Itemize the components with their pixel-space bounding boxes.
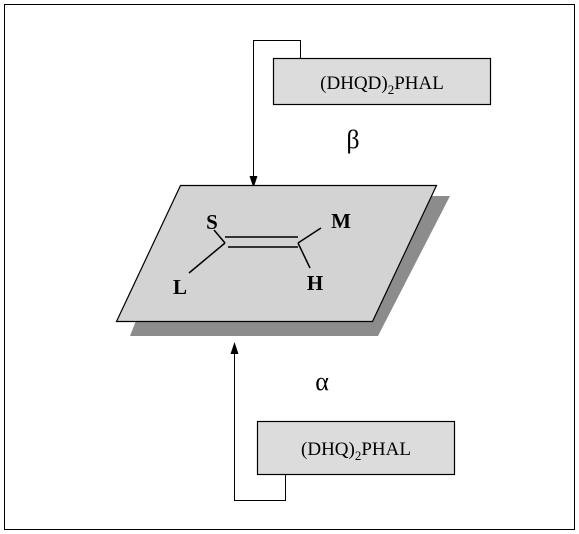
- bottom-reagent: (DHQ)2PHAL: [256, 420, 456, 476]
- substituent-hydrogen: H: [307, 271, 323, 295]
- bottom-reagent-label-tail: PHAL: [361, 439, 411, 460]
- bond-to-medium: [297, 227, 322, 244]
- bottom-reagent-box: [256, 420, 456, 476]
- substituent-medium: M: [331, 209, 351, 233]
- bottom-reagent-label-sub: 2: [355, 448, 362, 463]
- bond-to-large: [188, 242, 226, 274]
- top-reagent-label-tail: PHAL: [394, 73, 444, 94]
- top-connector-line: [253, 40, 301, 186]
- alkene-structure: S M L H: [173, 209, 351, 299]
- top-reagent-label-main: (DHQD): [320, 73, 388, 94]
- substituent-small: S: [206, 210, 218, 234]
- bottom-arrowhead: [230, 342, 239, 354]
- bond-to-small: [213, 229, 226, 244]
- alkene-plane: [115, 184, 438, 323]
- substituent-large: L: [173, 275, 187, 299]
- bond-to-hydrogen: [297, 242, 311, 269]
- top-reagent: (DHQD)2PHAL: [272, 57, 492, 106]
- top-arrowhead: [249, 176, 258, 188]
- top-reagent-box: [272, 57, 492, 106]
- bottom-reagent-label-main: (DHQ): [301, 439, 355, 460]
- alpha-face-label: α: [315, 367, 329, 396]
- bottom-reagent-label: (DHQ)2PHAL: [301, 439, 411, 463]
- bottom-connector-line: [234, 344, 286, 501]
- top-reagent-label-sub: 2: [388, 82, 395, 97]
- top-reagent-label: (DHQD)2PHAL: [320, 73, 444, 97]
- beta-face-label: β: [346, 125, 359, 154]
